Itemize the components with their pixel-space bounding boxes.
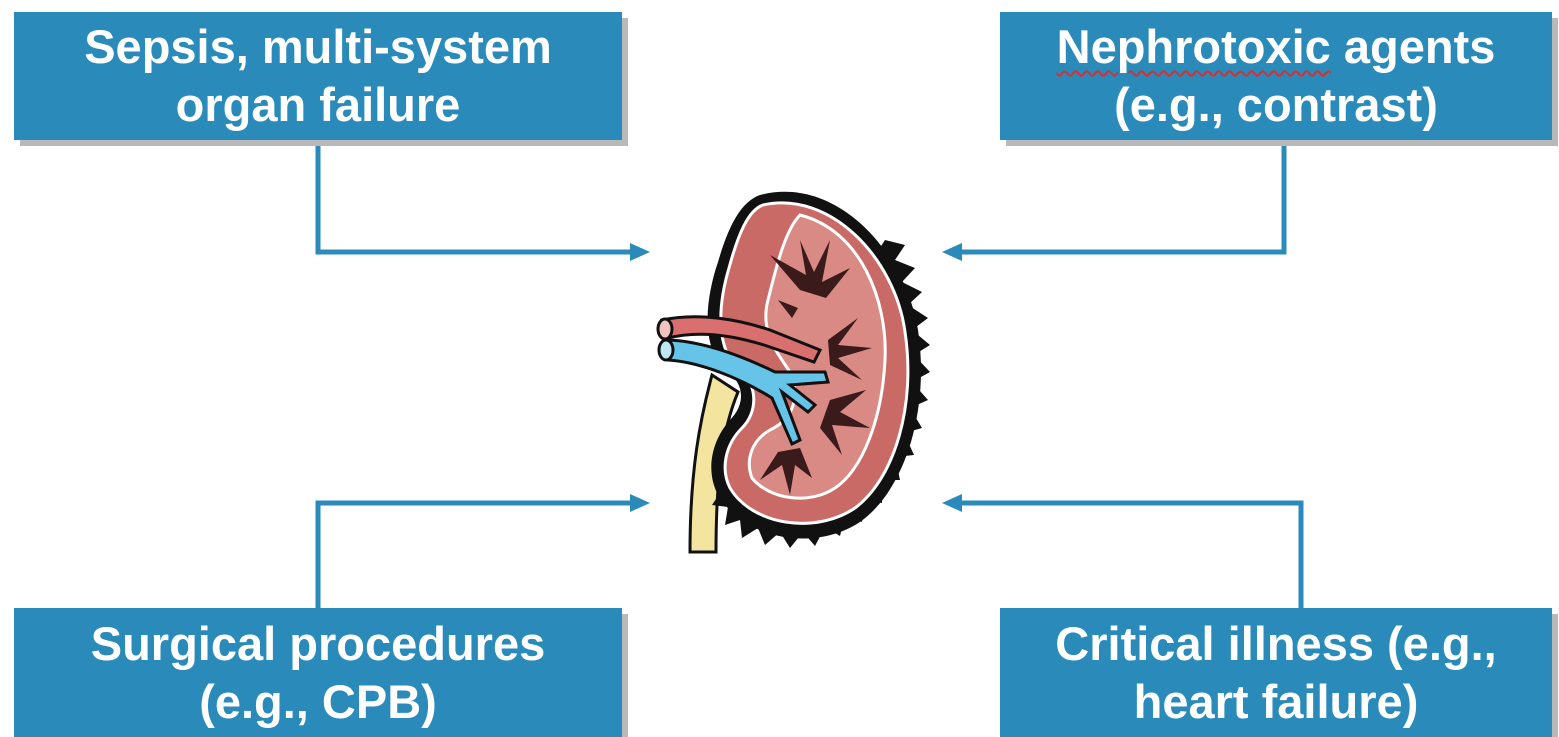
cause-box-nephrotoxic: Nephrotoxic agents (e.g., contrast) (1000, 12, 1552, 140)
artery-opening (658, 319, 672, 339)
connector-bottom-right (955, 503, 1301, 608)
cause-box-nephrotoxic-line1: Nephrotoxic agents (1000, 18, 1552, 76)
arrowhead-top-left (630, 243, 650, 261)
connector-top-right (955, 140, 1284, 252)
cause-box-sepsis: Sepsis, multi-system organ failure (14, 12, 622, 140)
arrowhead-top-right (942, 243, 962, 261)
spellcheck-word: Nephrotoxic (1057, 20, 1331, 73)
cause-box-sepsis-line2: organ failure (14, 76, 622, 134)
arrowhead-bottom-left (630, 494, 650, 512)
cause-box-surgical-line2: (e.g., CPB) (14, 673, 622, 731)
cause-box-critical-illness: Critical illness (e.g., heart failure) (1000, 608, 1552, 737)
cause-box-critical-illness-line2: heart failure) (1000, 673, 1552, 731)
vein-opening (659, 340, 673, 360)
connector-top-left (318, 140, 640, 252)
cause-box-surgical: Surgical procedures (e.g., CPB) (14, 608, 622, 737)
connector-bottom-left (318, 503, 640, 608)
cause-box-nephrotoxic-line2: (e.g., contrast) (1000, 76, 1552, 134)
cause-box-sepsis-line1: Sepsis, multi-system (14, 18, 622, 76)
cause-box-nephrotoxic-line1-rest: agents (1331, 20, 1496, 73)
cause-box-surgical-line1: Surgical procedures (14, 615, 622, 673)
kidney-illustration (658, 192, 930, 552)
arrowhead-bottom-right (942, 494, 962, 512)
cause-box-critical-illness-line1: Critical illness (e.g., (1000, 615, 1552, 673)
